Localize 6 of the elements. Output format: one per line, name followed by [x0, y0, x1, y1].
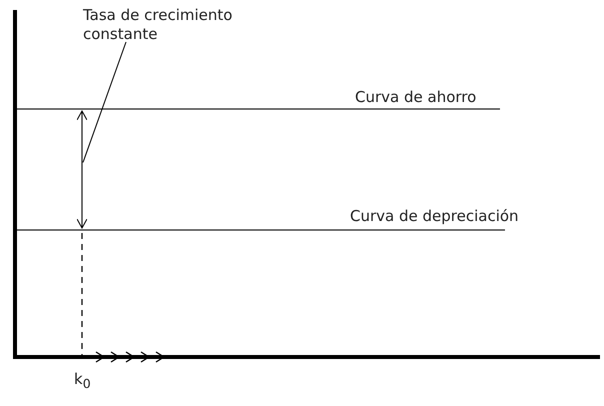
axis-label: k$_{0}$: [74, 370, 91, 393]
curve-label: Curva de ahorro: [355, 88, 476, 107]
double-arrow: [76, 110, 88, 228]
leader-line: [82, 42, 126, 163]
callout-text: Tasa de crecimiento constante: [83, 6, 234, 44]
curve-label: Curva de depreciación: [350, 207, 519, 226]
